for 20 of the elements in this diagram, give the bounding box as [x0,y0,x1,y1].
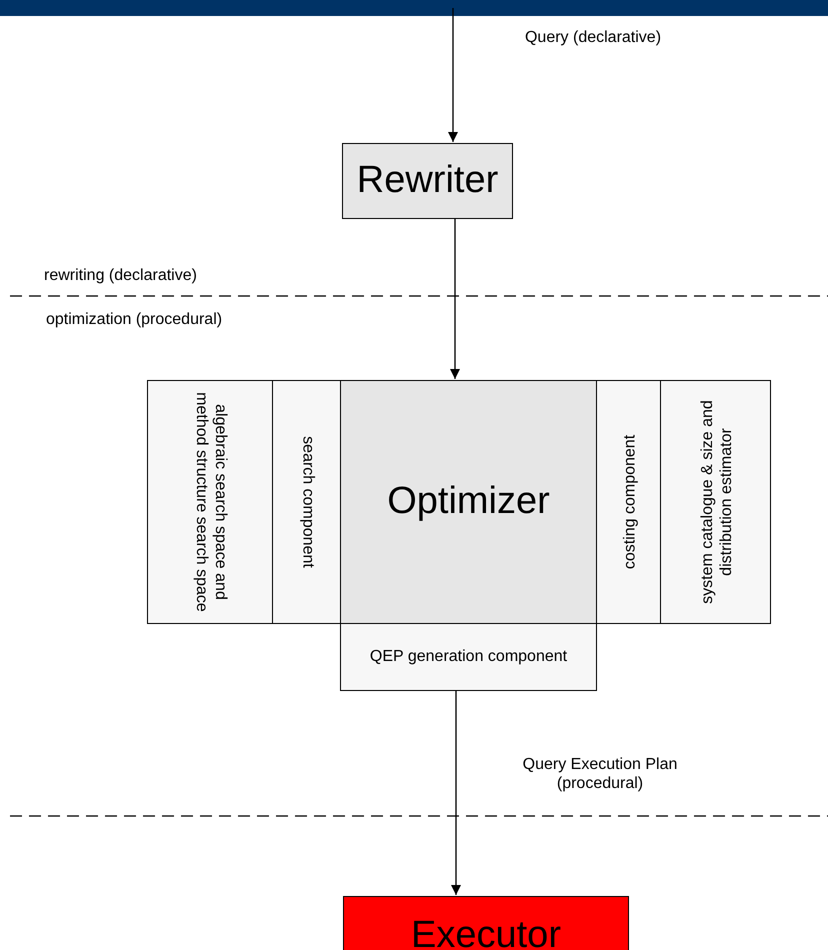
vertical-label: costing component [620,434,639,572]
component-panel [272,380,341,624]
node-label: Rewriter [356,158,498,204]
arrow [450,219,460,379]
section-label: rewriting (declarative) [44,267,197,285]
process-box [340,380,597,624]
arrow [448,8,458,142]
arrow [451,691,461,895]
component-panel [147,380,273,624]
vertical-label: system catalogue & size and distribution estimator [697,399,736,606]
node-label: QEP generation component [370,647,568,667]
component-panel [596,380,661,624]
vertical-label: algebraic search space and method structure search space [192,392,230,612]
node-label: Optimizer [387,479,550,524]
node-label: Executor [411,913,561,950]
component-panel [340,623,597,691]
section-label: optimization (procedural) [46,311,222,329]
process-box [342,143,513,219]
vertical-label: search component [298,435,318,570]
component-panel [660,380,771,624]
